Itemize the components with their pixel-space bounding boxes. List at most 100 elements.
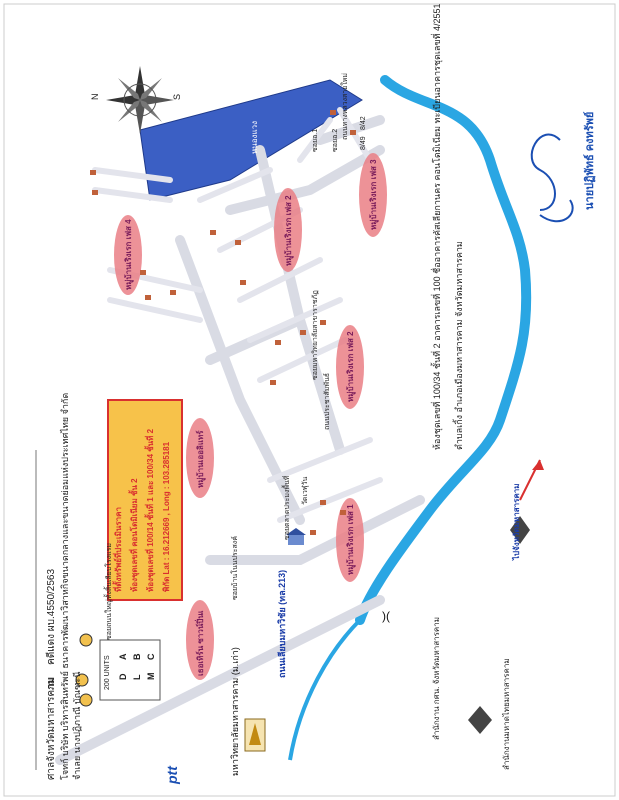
road-mid-label: ถนนทางหลวงสายใหม่	[342, 73, 349, 140]
road-213-path	[55, 595, 385, 765]
target-line-2: ห้องชุดเลขที่ คอนโดมิเนียม ชั้น 2	[130, 478, 139, 592]
house	[140, 270, 146, 275]
header-court: ศาลจังหวัดมหาสารคาม	[46, 677, 57, 780]
house-markers	[90, 110, 356, 535]
temple-roof	[286, 528, 306, 535]
house	[310, 530, 316, 535]
minor-road-5	[197, 167, 273, 203]
house	[170, 290, 176, 295]
province-emblem-icon	[510, 516, 530, 544]
minor-road-4	[107, 297, 203, 323]
zone-label-1: หมู่บ้านเริงเรก เฟส 1	[346, 504, 355, 575]
bridge-mark: )(	[382, 609, 390, 623]
soi-market-label: ซอยตลาดประมงพื้นที่	[284, 475, 291, 540]
minor-road-9	[257, 337, 348, 383]
zone-ellipse-4	[114, 215, 142, 295]
compass-label-n: N	[90, 93, 100, 101]
ptt-logo: ptt	[164, 766, 180, 784]
soi-ban-label: ซอยบ้านโนนประสงค์	[232, 536, 239, 600]
legend-scale: 200 UNITS	[104, 655, 111, 690]
legend-letter-m: M	[146, 672, 156, 681]
province-hall-label: สำนักงานมหาดไทยมหาสารคาม	[502, 658, 511, 770]
zone-label-2a: หมู่บ้านเริงเรก เฟส 2	[284, 195, 293, 266]
house	[330, 110, 336, 115]
university-seal-icon	[244, 718, 266, 752]
zone-label-2b: หมู่บ้านเริงเรก เฟส 2	[346, 331, 355, 402]
legend-title: ซอยถนนใหญ่ทั้งสิ้นเลียบโรงแรม	[106, 542, 113, 640]
legend-frame	[99, 639, 161, 701]
compass-point-s	[135, 100, 145, 134]
house	[90, 170, 96, 175]
soi-water-label: ถนนประชาสัมพันธ์	[324, 372, 331, 430]
zone-ellipse-3	[359, 153, 387, 237]
zone-ellipses	[114, 153, 387, 680]
lake-label: หนองแวง	[250, 120, 259, 154]
house	[300, 330, 306, 335]
uni-label: มหาวิทยาลัยมหาสารคาม (ม.เก่า)	[230, 647, 240, 776]
legend-letter-d: D	[118, 673, 128, 681]
road-c	[175, 235, 305, 525]
signature-scribble	[530, 133, 574, 223]
soi-a-label: ซอยอ.1	[312, 128, 319, 152]
legend-pin-3	[79, 633, 93, 647]
road-b	[225, 145, 385, 215]
header-case-prefix: ภม	[46, 676, 57, 690]
lake-polygon	[139, 79, 363, 201]
legend-letter-a: A	[118, 653, 128, 661]
footer-line-1: ห้องชุดเลขที่ 100/34 ชั้นที่ 2 อาคารเลขท…	[432, 3, 442, 450]
amphoe-label: ไปจังหวัดมหาสารคาม	[512, 483, 521, 560]
temple-body	[288, 535, 304, 545]
house	[270, 380, 276, 385]
zone-ellipse-2b	[336, 325, 364, 409]
compass-point-e	[140, 95, 174, 105]
emblem-diamond	[510, 516, 530, 544]
minor-road-11	[277, 477, 383, 523]
house	[240, 280, 246, 285]
temple-icon	[286, 528, 306, 545]
house	[340, 510, 346, 515]
house	[145, 295, 151, 300]
target-box	[107, 399, 183, 601]
university-junction-label: ซอยมหาวิทยาลัยสาขาราชภัฏ	[312, 290, 319, 380]
compass-label-s: S	[172, 93, 182, 100]
target-line-3: ห้องชุดเลขที่ 100/14 ชั้นที่ 1 และ 100/3…	[146, 428, 155, 592]
house-no-b: 8/42	[360, 116, 367, 130]
legend-pin-1	[79, 693, 93, 707]
house	[350, 130, 356, 135]
house	[320, 500, 326, 505]
zone-ellipse-2a	[274, 188, 302, 272]
zone-ellipse-elite	[186, 418, 214, 498]
compass-point-w	[106, 95, 140, 105]
target-line-4: พิกัด Lat : 16.212669 , Long : 103.28518…	[162, 441, 171, 592]
minor-road-10	[267, 437, 373, 483]
legend-pin-4	[75, 673, 89, 687]
legend-letter-b: B	[132, 653, 142, 661]
zone-label-4: หมู่บ้านเริงเรก เฟส 4	[124, 219, 133, 290]
zone-ellipse-sauna	[186, 600, 214, 680]
compass-point-n	[135, 66, 145, 100]
river-lower	[288, 618, 362, 761]
house	[210, 230, 216, 235]
zone-ellipse-1	[336, 498, 364, 582]
minor-road-7	[237, 257, 323, 303]
minor-road-12	[297, 117, 333, 163]
house-no-a: 8/49	[360, 136, 367, 150]
page-border	[3, 3, 616, 797]
minor-road-2	[92, 187, 173, 203]
zone-label-3: หมู่บ้านเริงเรก เฟส 3	[369, 159, 378, 230]
zone-label-sauna: เธอเทิร์น ซาวน์ปิ่นเ	[196, 610, 205, 676]
legend-letter-c: C	[146, 653, 156, 661]
footer-line-2: ตำบลเกิ้ง อำเภอเมืองมหาสารคาม จังหวัดมหา…	[454, 241, 464, 450]
zone-label-elite: หมู่บ้านเออลิแทร์	[196, 430, 205, 488]
legend-grid	[99, 639, 161, 701]
seal-spire	[249, 723, 261, 745]
hall-diamond	[468, 706, 492, 734]
house	[92, 190, 98, 195]
temple-label: วัดเวฬุวัน	[302, 476, 309, 505]
house	[320, 320, 326, 325]
house	[235, 240, 241, 245]
direction-arrowhead	[532, 460, 544, 470]
compass-rose	[106, 66, 174, 134]
